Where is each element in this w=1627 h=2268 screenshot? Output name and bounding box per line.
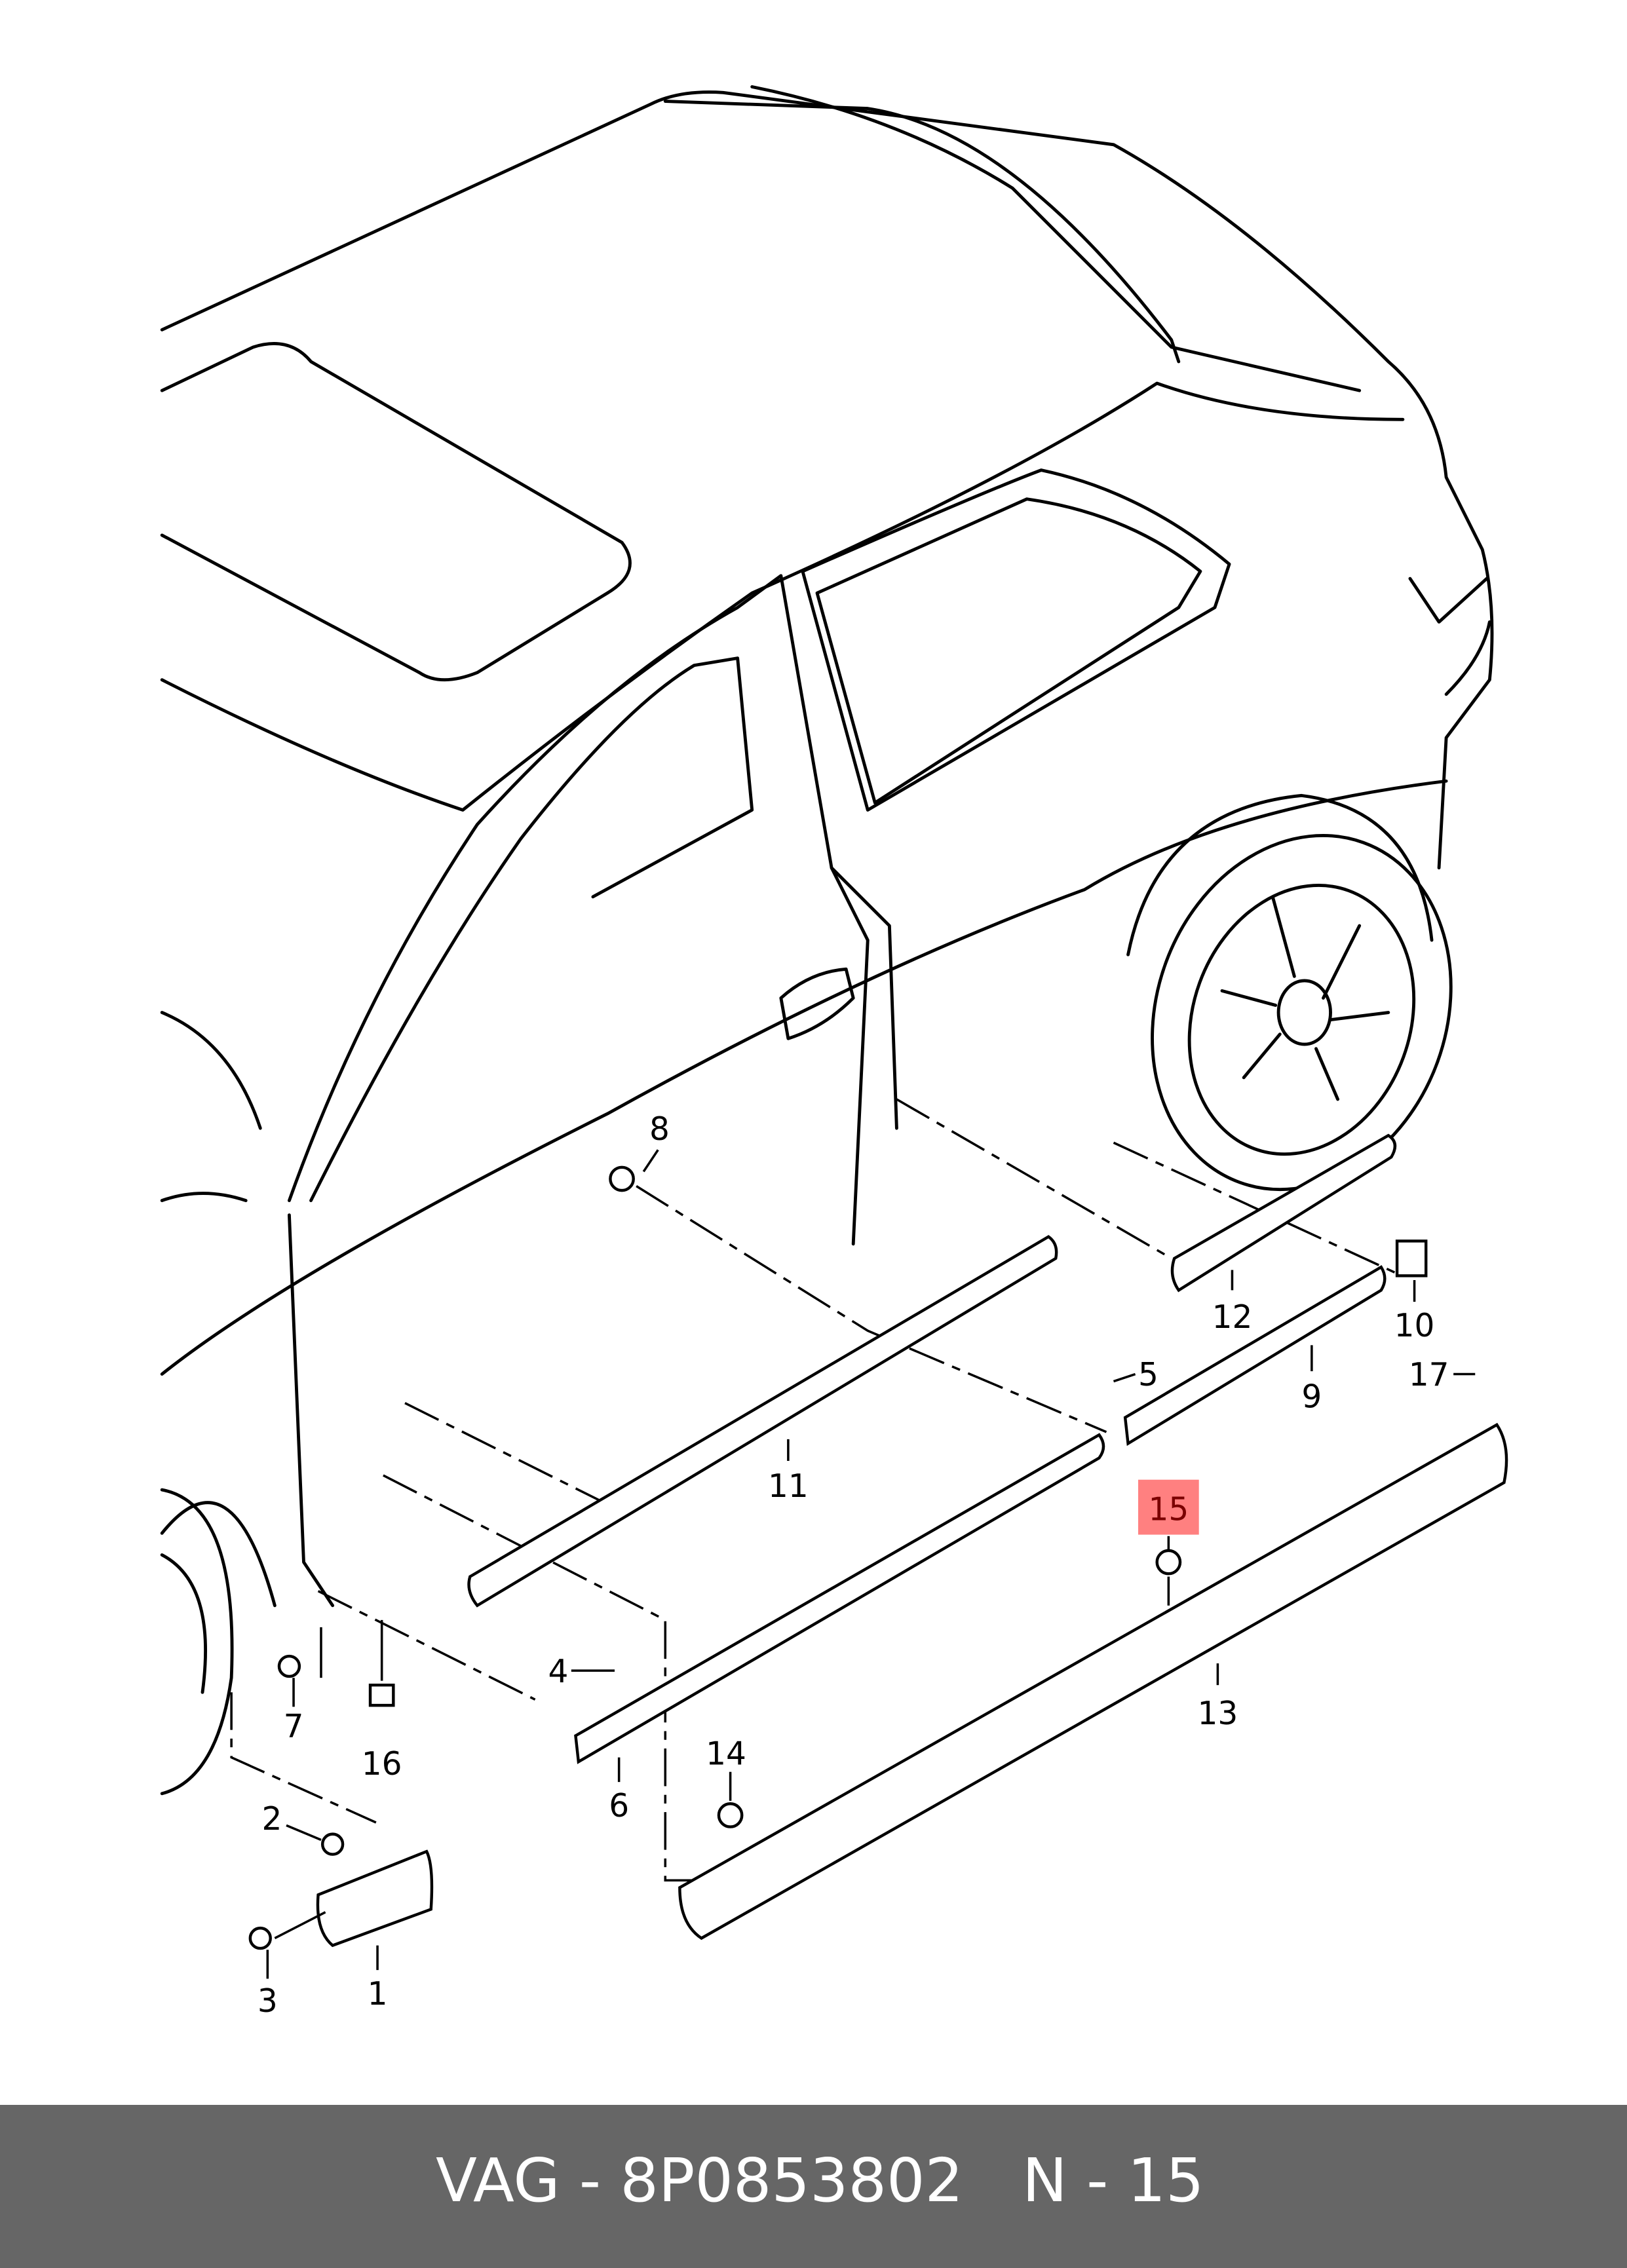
car-body-outline: [160, 85, 1494, 1608]
callout-9[interactable]: 9: [1301, 1378, 1322, 1415]
part-15-clip: [1155, 1549, 1182, 1576]
label-leaders: [266, 1149, 1476, 1979]
part-9-trim-strip: [1123, 1265, 1387, 1446]
position-number: N - 15: [1022, 2145, 1204, 2216]
callout-5[interactable]: 5: [1138, 1357, 1158, 1393]
callout-15-highlighted[interactable]: 15: [1148, 1492, 1189, 1528]
callout-10[interactable]: 10: [1394, 1308, 1435, 1344]
parts: [248, 1133, 1508, 1950]
dashed-leader-lines: [230, 1098, 1396, 1882]
part-number: VAG - 8P0853802: [436, 2145, 964, 2216]
callout-11[interactable]: 11: [768, 1468, 809, 1505]
part-12-trim-strip: [1170, 1133, 1397, 1293]
highlight-box: [1138, 1479, 1199, 1535]
callout-13[interactable]: 13: [1198, 1695, 1238, 1732]
callout-8[interactable]: 8: [649, 1111, 670, 1148]
part-1-cover: [316, 1849, 434, 1948]
callout-12[interactable]: 12: [1212, 1299, 1253, 1336]
rear-wheel: [1126, 793, 1453, 1192]
part-2-clip: [320, 1832, 345, 1856]
part-13-sill-panel: [678, 1422, 1508, 1940]
part-14-clip: [717, 1802, 744, 1828]
callout-1[interactable]: 1: [368, 1976, 388, 2013]
callout-2[interactable]: 2: [261, 1801, 282, 1838]
footer-bar: VAG - 8P0853802 N - 15: [0, 2105, 1627, 2268]
part-8-screw: [609, 1165, 635, 1192]
part-6-trim-strip: [574, 1433, 1105, 1764]
callout-6[interactable]: 6: [609, 1788, 629, 1824]
callout-labels: 1 2 3 4 5 6 7 8 9 10 11 12 13 14 15 16 1…: [258, 1111, 1449, 2020]
callout-7[interactable]: 7: [284, 1709, 304, 1745]
callout-17[interactable]: 17: [1409, 1357, 1449, 1393]
part-3-screw: [248, 1926, 272, 1950]
callout-16[interactable]: 16: [362, 1746, 402, 1783]
part-7-screw: [277, 1654, 301, 1678]
callout-14[interactable]: 14: [706, 1736, 746, 1773]
part-16-nut: [368, 1684, 395, 1707]
front-wheel: [160, 1488, 234, 1796]
callout-3[interactable]: 3: [258, 1983, 278, 2020]
part-11-trim-strip: [467, 1235, 1058, 1608]
part-10-pad: [1395, 1239, 1428, 1277]
callout-4[interactable]: 4: [548, 1654, 569, 1690]
